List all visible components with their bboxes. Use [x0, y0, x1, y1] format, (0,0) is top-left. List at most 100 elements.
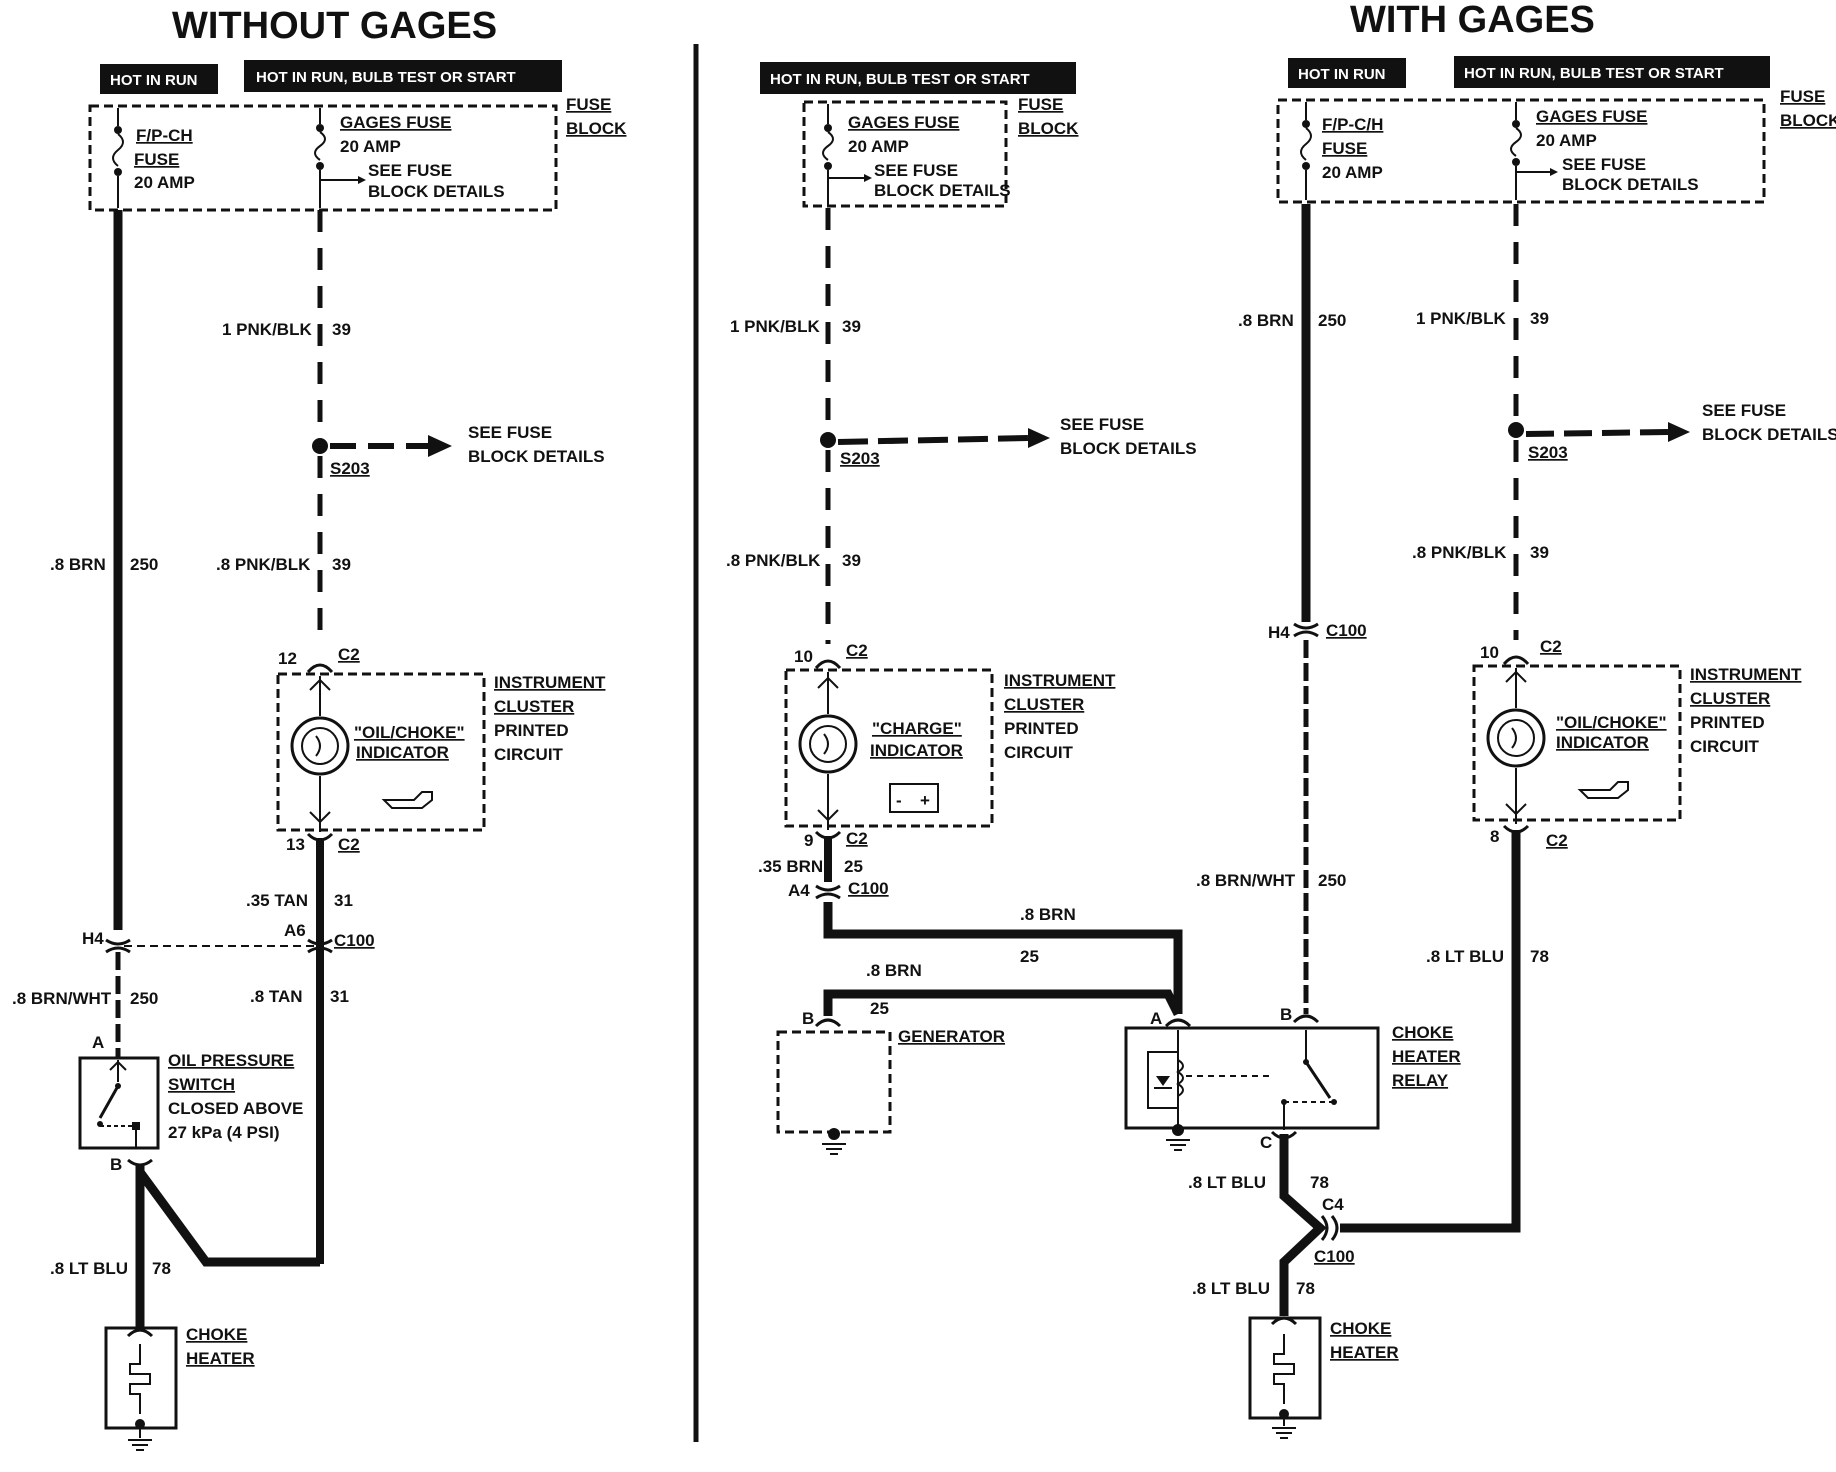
mid-see-fuse-2: BLOCK DETAILS [1060, 439, 1197, 458]
right-c100-h4-conn: C100 [1326, 621, 1367, 640]
left-cluster-4: CIRCUIT [494, 745, 564, 764]
left-brnwht-circuit: 250 [130, 989, 158, 1008]
mid-indicator-label: INDICATOR [870, 741, 963, 760]
right-relay-2: HEATER [1392, 1047, 1461, 1066]
right-indicator-label: INDICATOR [1556, 733, 1649, 752]
left-c2-top-conn: C2 [338, 645, 360, 664]
mid-see-fuse-1: SEE FUSE [1060, 415, 1144, 434]
left-oil-choke-indicator-icon [290, 716, 350, 776]
right-c2-bottom-pin: 8 [1490, 827, 1499, 846]
left-fuse-block [88, 104, 558, 212]
mid-block-details: BLOCK DETAILS [874, 181, 1011, 200]
mid-hot-bulb-label: HOT IN RUN, BULB TEST OR START [770, 71, 1030, 88]
mid-generator-label: GENERATOR [898, 1027, 1005, 1046]
left-block-details: BLOCK DETAILS [368, 182, 505, 201]
left-splice-dot [312, 438, 328, 454]
left-tan35-size: .35 TAN [246, 891, 308, 910]
left-cluster-3: PRINTED [494, 721, 569, 740]
left-choke-heater-2: HEATER [186, 1349, 255, 1368]
choke-heater-relay-box [1124, 1026, 1380, 1130]
left-pnk8-circuit: 39 [332, 555, 351, 574]
right-see-fuse: SEE FUSE [1562, 155, 1646, 174]
right-pnk8-circuit: 39 [1530, 543, 1549, 562]
left-see-fuse-2: BLOCK DETAILS [468, 447, 605, 466]
left-pnk8-size: .8 PNK/BLK [216, 555, 311, 574]
right-fuse-block-label: FUSE [1780, 87, 1825, 106]
left-tan8-size: .8 TAN [250, 987, 303, 1006]
right-cluster-2: CLUSTER [1690, 689, 1770, 708]
mid-pnk8-circuit: 39 [842, 551, 861, 570]
right-fpch-amp: 20 AMP [1322, 163, 1383, 182]
left-c100-a6-connector [307, 938, 333, 954]
mid-c2-bottom-pin: 9 [804, 831, 813, 850]
right-fpch-fuse-icon [1300, 127, 1312, 161]
left-fpch-label: F/P-CH [136, 126, 193, 145]
left-hot-bulb-tag [244, 60, 562, 92]
right-cluster-3: PRINTED [1690, 713, 1765, 732]
left-fpch-amp: 20 AMP [134, 173, 195, 192]
right-oil-can-icon [1577, 781, 1629, 799]
left-instrument-cluster [276, 672, 486, 832]
mid-gages-fuse-icon [822, 131, 834, 161]
mid-c2-top-conn: C2 [846, 641, 868, 660]
right-relay-pin-c: C [1260, 1133, 1272, 1152]
mid-cluster-1: INSTRUMENT [1004, 671, 1116, 690]
right-hot-in-run-label: HOT IN RUN [1298, 66, 1386, 83]
left-hot-in-run-label: HOT IN RUN [110, 72, 198, 89]
right-block-details: BLOCK DETAILS [1562, 175, 1699, 194]
right-fuse-block [1276, 98, 1766, 204]
mid-hot-bulb-tag [760, 62, 1076, 94]
right-cluster-4: CIRCUIT [1690, 737, 1760, 756]
mid-brn-gen-size: .8 BRN [866, 961, 922, 980]
left-oil-switch-3: CLOSED ABOVE [168, 1099, 303, 1118]
right-c2-top-pin: 10 [1480, 643, 1499, 662]
right-gages-amp: 20 AMP [1536, 131, 1597, 150]
svg-text:+: + [920, 791, 930, 810]
mid-splice-label: S203 [840, 449, 880, 468]
right-c4-connector [1320, 1215, 1339, 1241]
mid-pnk1-size: 1 PNK/BLK [730, 317, 820, 336]
right-c2-bottom-conn: C2 [1546, 831, 1568, 850]
mid-c2-top-connector [814, 659, 842, 670]
mid-splice-dot [820, 432, 836, 448]
left-tan8-circuit: 31 [330, 987, 349, 1006]
mid-gen-pin: B [802, 1009, 814, 1028]
right-diagram: HOT IN RUN HOT IN RUN, BULB TEST OR STAR… [1124, 56, 1836, 1439]
left-gages-fuse-label: GAGES FUSE [340, 113, 451, 132]
mid-pnk1-circuit: 39 [842, 317, 861, 336]
left-switch-pin-b: B [110, 1155, 122, 1174]
right-c2-top-connector [1502, 655, 1530, 666]
right-c4-conn: C100 [1314, 1247, 1355, 1266]
right-pnk1-circuit: 39 [1530, 309, 1549, 328]
left-choke-heater-1: CHOKE [186, 1325, 247, 1344]
mid-brn-top-size: .8 BRN [1020, 905, 1076, 924]
left-tan35-circuit: 31 [334, 891, 353, 910]
left-switch-blade [98, 1085, 120, 1119]
right-choke-heater-1: CHOKE [1330, 1319, 1391, 1338]
mid-cluster-4: CIRCUIT [1004, 743, 1074, 762]
mid-cluster-2: CLUSTER [1004, 695, 1084, 714]
middle-diagram: HOT IN RUN, BULB TEST OR START FUSE BLOC… [726, 62, 1197, 1155]
left-cluster-1: INSTRUMENT [494, 673, 606, 692]
left-fpch-fuse-icon [112, 133, 124, 167]
left-pnk1-size: 1 PNK/BLK [222, 320, 312, 339]
right-c2-top-conn: C2 [1540, 637, 1562, 656]
right-splice-label: S203 [1528, 443, 1568, 462]
svg-text:-: - [896, 791, 902, 810]
relay-diode-icon [1156, 1076, 1170, 1086]
left-ltblu-circuit: 78 [152, 1259, 171, 1278]
mid-fuse-block-label2: BLOCK [1018, 119, 1079, 138]
right-c4-pin: C4 [1322, 1195, 1344, 1214]
right-lt-blu-gage-wire [1340, 830, 1521, 1233]
mid-generator-box [776, 1030, 892, 1134]
right-see-fuse-2: BLOCK DETAILS [1702, 425, 1836, 444]
right-relay-pin-b: B [1280, 1005, 1292, 1024]
mid-brn35-size: .35 BRN [758, 857, 823, 876]
right-brn-size: .8 BRN [1238, 311, 1294, 330]
right-ltblu-c-size: .8 LT BLU [1188, 1173, 1266, 1192]
right-indicator-name: "OIL/CHOKE" [1556, 713, 1667, 732]
left-see-fuse-1: SEE FUSE [468, 423, 552, 442]
right-pnk1-size: 1 PNK/BLK [1416, 309, 1506, 328]
mid-c2-top-pin: 10 [794, 647, 813, 666]
